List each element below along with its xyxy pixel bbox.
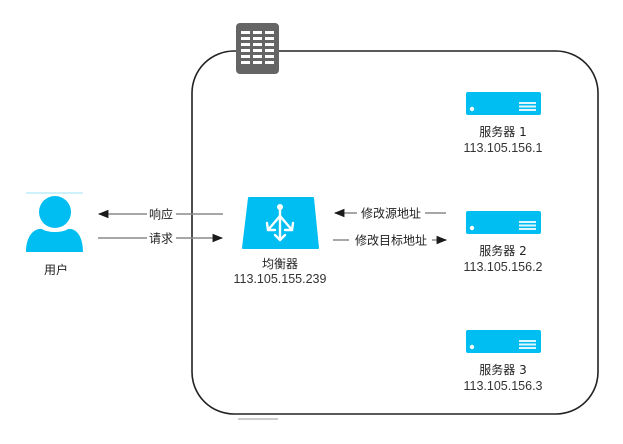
server-icon [466, 330, 541, 353]
server-icon [466, 92, 541, 115]
request-arrow[interactable]: 请求 [98, 232, 224, 246]
server-ip: 113.105.156.3 [463, 379, 542, 393]
server-label: 服务器 3 [479, 362, 526, 377]
server-label: 服务器 1 [479, 124, 526, 139]
user-label: 用户 [44, 262, 68, 277]
modify-source-arrow[interactable]: 修改源地址 [333, 206, 446, 221]
modify-target-label: 修改目标地址 [355, 233, 427, 248]
response-arrow[interactable]: 响应 [97, 207, 223, 222]
load-balancer-ip: 113.105.155.239 [234, 272, 327, 286]
server-2[interactable]: 服务器 2 113.105.156.2 [463, 211, 543, 274]
datacenter-icon [236, 23, 279, 74]
server-label: 服务器 2 [479, 243, 526, 258]
server-3[interactable]: 服务器 3 113.105.156.3 [463, 330, 543, 393]
response-label: 响应 [149, 207, 173, 222]
user-icon[interactable] [26, 192, 83, 252]
server-ip: 113.105.156.1 [463, 141, 542, 155]
server-1[interactable]: 服务器 1 113.105.156.1 [463, 92, 543, 155]
load-balancer-icon[interactable] [242, 197, 319, 249]
request-label: 请求 [149, 232, 173, 246]
server-icon [466, 211, 541, 234]
load-balancer-label: 均衡器 [262, 257, 298, 271]
datacenter-boundary [191, 50, 599, 415]
server-ip: 113.105.156.2 [463, 260, 542, 274]
modify-source-label: 修改源地址 [361, 206, 421, 221]
modify-target-arrow[interactable]: 修改目标地址 [333, 233, 448, 248]
